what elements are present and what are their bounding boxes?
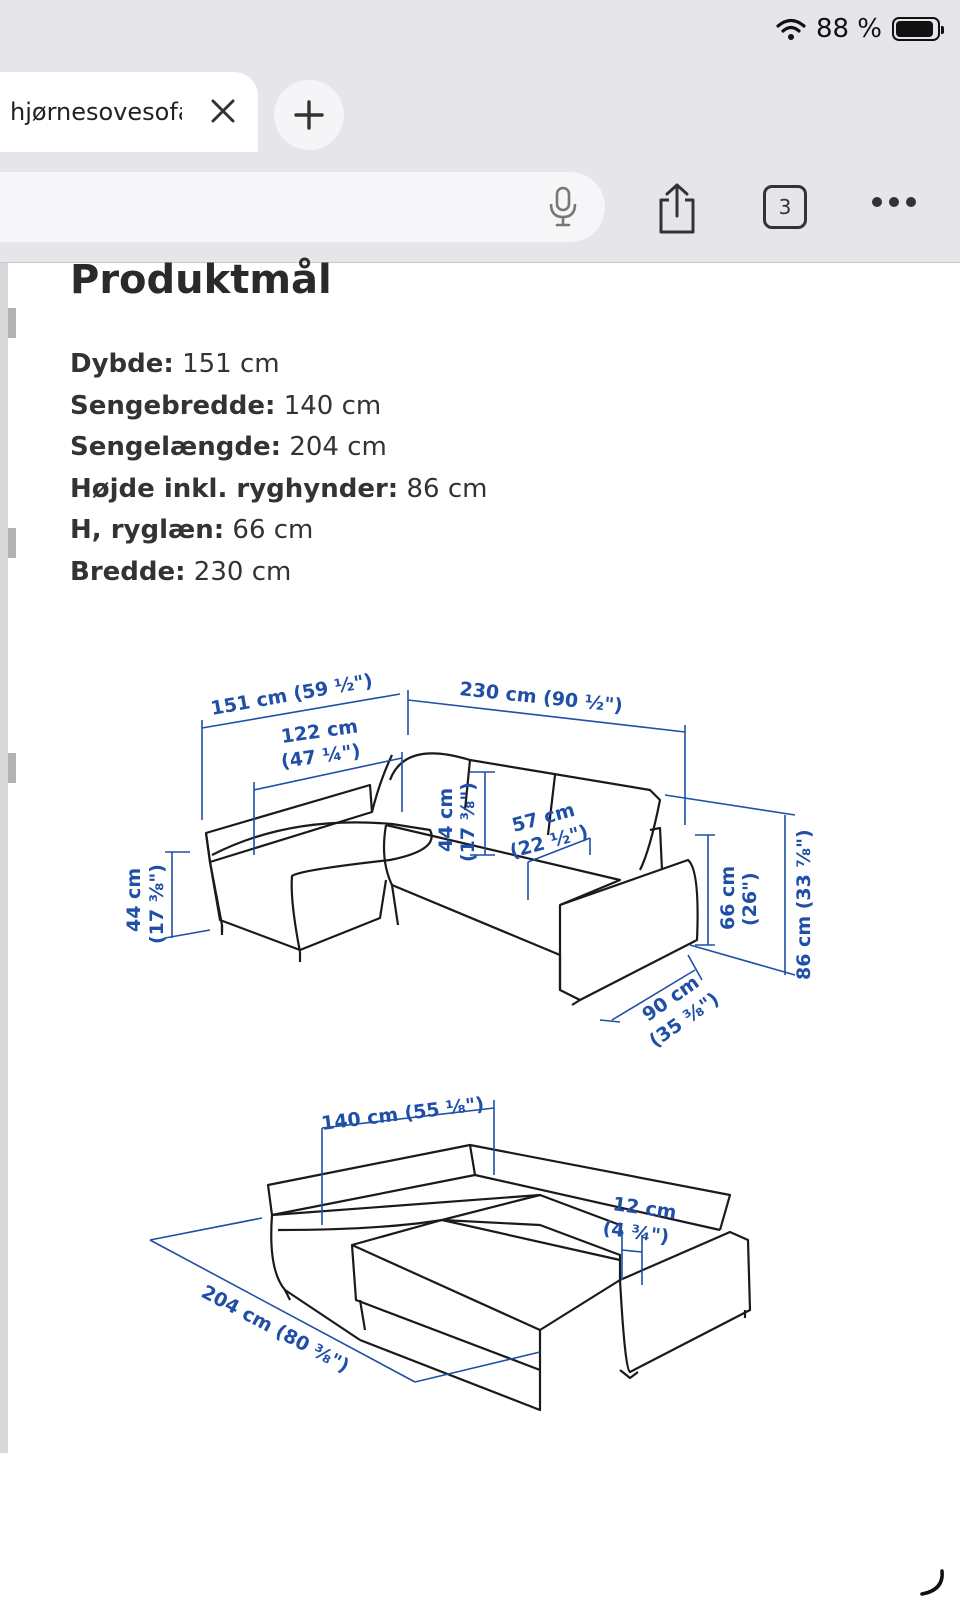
- battery-percent: 88 %: [815, 14, 882, 44]
- spec-row: H, ryglæn: 66 cm: [70, 515, 314, 546]
- diagram-label: (17 ⅜"): [146, 864, 168, 944]
- diagram-label: 86 cm (33 ⅞"): [793, 829, 815, 980]
- diagram-label: 230 cm (90 ½"): [458, 678, 623, 717]
- page-content: [0, 263, 960, 1453]
- battery-icon: [892, 17, 944, 41]
- spec-row: Bredde: 230 cm: [70, 556, 292, 587]
- diagram-label: (4 ¾"): [601, 1217, 670, 1248]
- diagram-label: 44 cm: [123, 868, 145, 932]
- diagram-label: (17 ⅜"): [457, 782, 479, 862]
- status-bar: 88 %: [776, 14, 944, 44]
- diagram-label: 204 cm (80 ⅜"): [198, 1281, 353, 1377]
- wifi-icon: [776, 18, 806, 40]
- spec-row: Højde inkl. ryghynder: 86 cm: [70, 473, 488, 504]
- address-bar[interactable]: [0, 172, 605, 242]
- diagram-label: 44 cm: [435, 788, 457, 852]
- scroll-corner-icon: [920, 1569, 944, 1596]
- spec-row: Sengebredde: 140 cm: [70, 390, 382, 421]
- tabs-button[interactable]: 3: [763, 185, 807, 229]
- microphone-icon[interactable]: [548, 186, 578, 232]
- divider: [0, 262, 960, 263]
- diagram-label: 140 cm (55 ⅛"): [320, 1093, 485, 1135]
- spec-list: Dybde: 151 cm Sengebredde: 140 cm Sengel…: [70, 344, 487, 594]
- spec-row: Sengelængde: 204 cm: [70, 432, 387, 463]
- tab-title: hjørnesovesofa: [10, 98, 182, 126]
- tab-count: 3: [778, 195, 792, 219]
- page-blank-area: [0, 1453, 960, 1610]
- page-title: Produktmål: [70, 257, 332, 303]
- diagram-label: 66 cm: [717, 866, 739, 930]
- plus-icon: [294, 100, 324, 130]
- share-icon[interactable]: [655, 182, 699, 240]
- page-edge-mark: [8, 528, 16, 558]
- page-edge-mark: [8, 753, 16, 783]
- browser-chrome: 88 % hjørnesovesofa 3: [0, 0, 960, 262]
- new-tab-button[interactable]: [274, 80, 344, 150]
- diagram-label: (26"): [739, 872, 761, 926]
- spec-row: Dybde: 151 cm: [70, 349, 280, 379]
- dimension-diagram: 151 cm (59 ½") 230 cm (90 ½") 122 cm (47…: [123, 670, 815, 1412]
- close-icon[interactable]: [204, 92, 242, 130]
- page-edge-mark: [8, 308, 16, 338]
- more-icon[interactable]: [872, 197, 916, 207]
- browser-tab[interactable]: hjørnesovesofa: [0, 72, 258, 152]
